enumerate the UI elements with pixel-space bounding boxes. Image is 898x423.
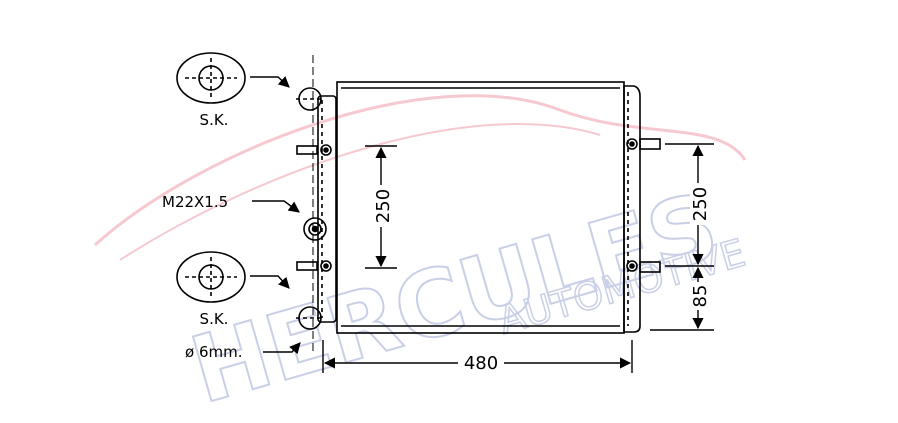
watermark-logo: HERCULES AUTOMOTIVE bbox=[93, 94, 751, 423]
width-value: 480 bbox=[464, 353, 498, 374]
thread-label: M22X1.5 bbox=[162, 193, 228, 211]
right-bottom-value: 85 bbox=[690, 285, 711, 308]
left-mount-bottom bbox=[296, 306, 324, 330]
sk-top-label: S.K. bbox=[200, 111, 229, 129]
center-height-value: 250 bbox=[373, 189, 394, 223]
thread-arrow bbox=[252, 200, 300, 213]
sk-bottom-label: S.K. bbox=[200, 310, 229, 328]
diameter-label: ø 6mm. bbox=[185, 343, 242, 361]
sk-detail-bottom bbox=[176, 251, 246, 303]
sk-detail-top bbox=[176, 52, 246, 104]
left-mount-top bbox=[296, 87, 324, 111]
right-tank bbox=[623, 85, 661, 333]
sk-bottom-arrow bbox=[250, 275, 290, 289]
right-height-value: 250 bbox=[690, 187, 711, 221]
sk-top-arrow bbox=[250, 76, 290, 88]
diameter-arrow bbox=[263, 342, 301, 355]
left-tank bbox=[296, 55, 337, 355]
